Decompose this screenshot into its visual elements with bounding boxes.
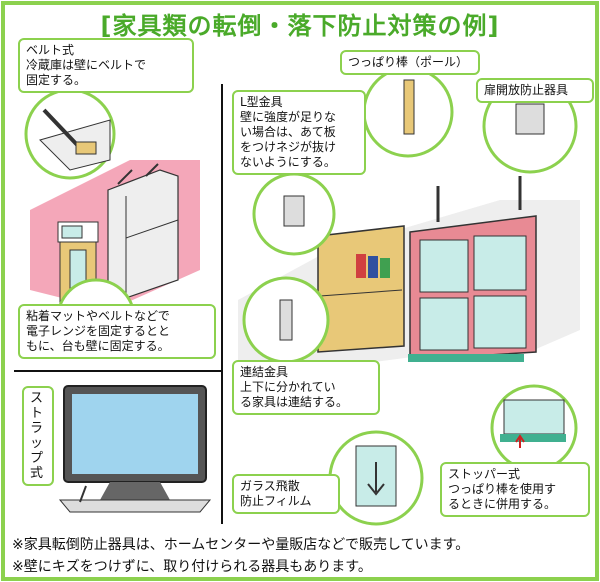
door-lock-label: 扉開放防止器具 — [476, 78, 594, 103]
shelf-item-green — [380, 258, 390, 278]
tv-scene — [58, 385, 212, 513]
note-2: ※壁にキズをつけずに、取り付けられる器具もあります。 — [12, 559, 372, 575]
tv-stand — [100, 482, 170, 500]
cabinet-glass-bottom-left — [419, 297, 469, 351]
film-label: ガラス飛散 防止フィルム — [232, 474, 340, 514]
connector-label: 連結金具 上下に分かれてい る家具は連結する。 — [232, 360, 380, 415]
pole-label: つっぱり棒（ポール） — [340, 50, 480, 75]
mat-label: 粘着マットやベルトなどで 電子レンジを固定するとと もに、台も壁に固定する。 — [18, 304, 216, 359]
microwave-window — [61, 225, 83, 239]
belt-label: ベルト式 冷蔵庫は壁にベルトで 固定する。 — [18, 38, 194, 93]
cabinet-glass-bottom-right — [473, 295, 527, 349]
stopper-label: ストッパー式 つっぱり棒を使用す るときに併用する。 — [440, 462, 590, 517]
tv-base — [58, 499, 212, 513]
cabinet-scene — [238, 66, 580, 526]
stopper-zoom-arrow — [515, 434, 525, 448]
shelf-board — [319, 289, 403, 297]
lbracket-label: L型金具 壁に強度が足りな い場合は、あて板 をつけネジが抜け ないようにする。 — [232, 90, 366, 175]
pole-zoom-rod — [403, 79, 415, 135]
wooden-shelf — [317, 225, 405, 353]
shelf-item-blue — [368, 256, 378, 278]
film-zoom-arrow — [367, 462, 385, 496]
note-1: ※家具転倒防止器具は、ホームセンターや量販店などで販売しています。 — [12, 537, 470, 553]
diagram-title: [家具類の転倒・落下防止対策の例] — [100, 12, 500, 40]
door-lock-zoom-latch — [515, 103, 545, 135]
belt-zoom-buckle — [75, 141, 97, 155]
connector-zoom-plate — [279, 299, 293, 341]
shelf-item-red — [356, 254, 366, 278]
cabinet-glass-top-left — [419, 239, 469, 293]
refrigerator — [107, 169, 179, 299]
tv-screen — [72, 394, 198, 474]
stopper-zoom-glass — [503, 399, 565, 435]
lbracket-zoom-metal — [283, 195, 305, 227]
cabinet-glass-top-right — [473, 235, 527, 291]
strap-label: ストラップ式 — [22, 386, 54, 486]
stopper-zoom-mat — [500, 434, 566, 442]
stopper-mat — [408, 354, 524, 362]
fridge-belt — [117, 163, 159, 185]
refrigerator-door-line — [125, 219, 179, 239]
tv-strap — [79, 485, 87, 503]
